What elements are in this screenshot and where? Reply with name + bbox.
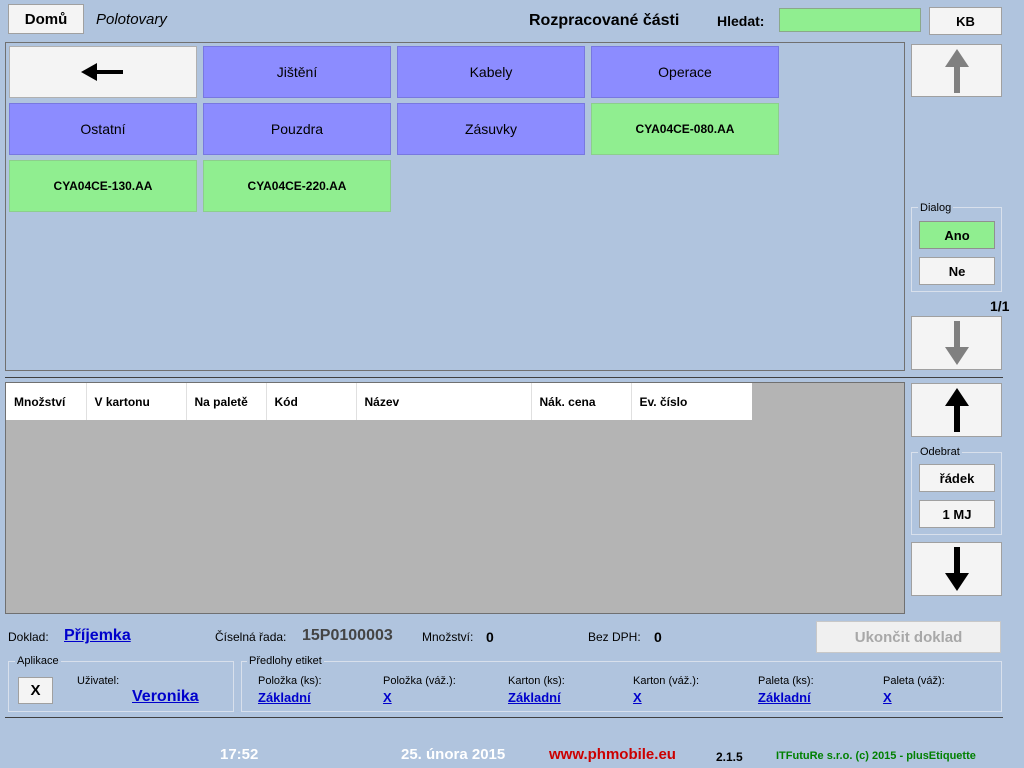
remove-title: Odebrat	[918, 446, 962, 458]
arrow-up-icon	[944, 388, 969, 432]
table-header-row: Množství V kartonu Na paletě Kód Název N…	[6, 383, 752, 420]
category-panel	[5, 42, 905, 371]
tile-zasuvky[interactable]: Zásuvky	[397, 103, 585, 155]
template-link-carton-pcs[interactable]: Základní	[508, 690, 561, 705]
page-indicator: 1/1	[990, 298, 1010, 314]
column-ev-cislo[interactable]: Ev. číslo	[639, 394, 688, 409]
scroll-up-rows-button[interactable]	[911, 383, 1002, 437]
column-nazev[interactable]: Název	[356, 383, 532, 420]
column-mnozstvi[interactable]: Množství	[6, 383, 87, 420]
template-label-pallet-weight: Paleta (váž):	[883, 675, 945, 687]
user-label: Uživatel:	[77, 675, 120, 687]
tile-pouzdra[interactable]: Pouzdra	[203, 103, 391, 155]
column-nak-cena[interactable]: Nák. cena	[531, 383, 632, 420]
tile-cya04ce-130[interactable]: CYA04CE-130.AA	[9, 160, 197, 212]
templates-group	[241, 661, 1002, 712]
scroll-up-tiles-button[interactable]	[911, 44, 1002, 97]
column-v-kartonu[interactable]: V kartonu	[86, 383, 187, 420]
finish-document-button[interactable]: Ukončit doklad	[816, 621, 1001, 653]
footer-time: 17:52	[220, 746, 259, 763]
screen-title: Rozpracované části	[529, 12, 680, 29]
items-table: Množství V kartonu Na paletě Kód Název N…	[6, 383, 752, 420]
tile-cya04ce-080[interactable]: CYA04CE-080.AA	[591, 103, 779, 155]
search-label: Hledat:	[717, 13, 765, 29]
divider-top	[5, 377, 1003, 378]
close-app-button[interactable]: X	[18, 677, 53, 704]
dialog-no-button[interactable]: Ne	[919, 257, 995, 285]
doc-type-link[interactable]: Příjemka	[64, 627, 131, 644]
scroll-down-rows-button[interactable]	[911, 542, 1002, 596]
tile-jisteni[interactable]: Jištění	[203, 46, 391, 98]
template-label-item-weight: Položka (váž.):	[383, 675, 456, 687]
user-link[interactable]: Veronika	[132, 688, 199, 705]
keyboard-button[interactable]: KB	[929, 7, 1002, 35]
dialog-yes-button[interactable]: Ano	[919, 221, 995, 249]
arrow-left-icon	[81, 63, 123, 81]
template-label-item-pcs: Položka (ks):	[258, 675, 322, 687]
footer-date: 25. února 2015	[401, 746, 506, 763]
dialog-title: Dialog	[918, 202, 954, 214]
series-value: 15P0100003	[302, 627, 393, 644]
footer-website[interactable]: www.phmobile.eu	[549, 746, 676, 763]
app-group	[8, 661, 234, 712]
search-input[interactable]	[779, 8, 921, 32]
back-tile[interactable]	[9, 46, 197, 98]
template-link-carton-weight[interactable]: X	[633, 690, 642, 705]
arrow-down-icon	[944, 547, 969, 591]
template-link-pallet-weight[interactable]: X	[883, 690, 892, 705]
qty-value: 0	[486, 629, 494, 645]
items-table-panel	[5, 382, 905, 614]
template-link-pallet-pcs[interactable]: Základní	[758, 690, 811, 705]
remove-unit-button[interactable]: 1 MJ	[919, 500, 995, 528]
template-link-item-pcs[interactable]: Základní	[258, 690, 311, 705]
arrow-up-icon	[944, 48, 969, 93]
template-label-carton-weight: Karton (váž.):	[633, 675, 700, 687]
template-label-pallet-pcs: Paleta (ks):	[758, 675, 814, 687]
remove-row-button[interactable]: řádek	[919, 464, 995, 492]
template-link-item-weight[interactable]: X	[383, 690, 392, 705]
doc-label: Doklad:	[8, 630, 49, 644]
column-kod[interactable]: Kód	[266, 383, 357, 420]
dialog-group	[911, 207, 1002, 292]
net-label: Bez DPH:	[588, 630, 641, 644]
home-button[interactable]: Domů	[8, 4, 84, 34]
net-value: 0	[654, 629, 662, 645]
templates-group-title: Předlohy etiket	[247, 655, 324, 667]
arrow-down-icon	[944, 321, 969, 365]
column-na-palete[interactable]: Na paletě	[186, 383, 267, 420]
series-label: Číselná řada:	[215, 630, 287, 644]
footer-version: 2.1.5	[716, 750, 743, 764]
tile-kabely[interactable]: Kabely	[397, 46, 585, 98]
tile-cya04ce-220[interactable]: CYA04CE-220.AA	[203, 160, 391, 212]
scroll-down-tiles-button[interactable]	[911, 316, 1002, 370]
divider-bottom	[5, 717, 1003, 718]
tile-ostatni[interactable]: Ostatní	[9, 103, 197, 155]
qty-label: Množství:	[422, 630, 474, 644]
app-group-title: Aplikace	[15, 655, 61, 667]
tile-operace[interactable]: Operace	[591, 46, 779, 98]
template-label-carton-pcs: Karton (ks):	[508, 675, 565, 687]
footer-company: ITFutuRe s.r.o. (c) 2015 - plusEtiquette	[776, 750, 976, 762]
section-title: Polotovary	[96, 11, 167, 28]
